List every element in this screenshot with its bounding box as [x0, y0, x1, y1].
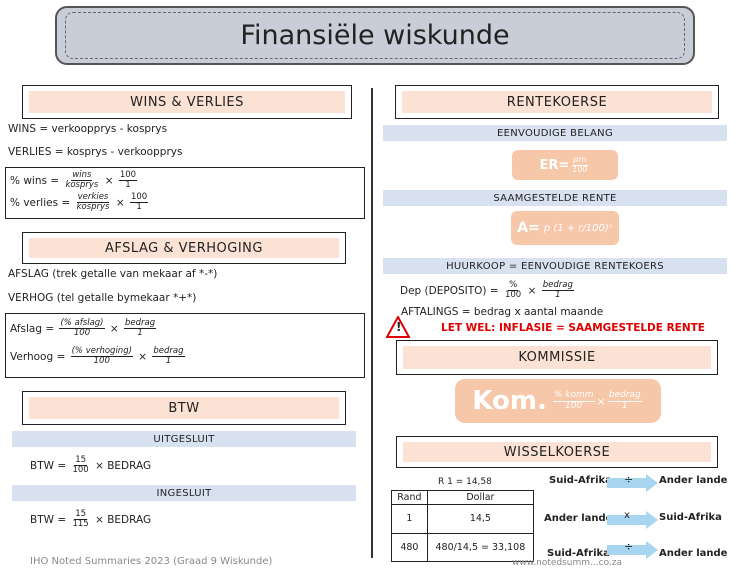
btw-heading: BTW [29, 397, 339, 419]
conv2-arrowhead [646, 511, 658, 529]
conv3-op: ÷ [624, 540, 634, 553]
conv2-from: Ander lande [544, 513, 613, 524]
kommissie-heading: KOMMISSIE [403, 346, 711, 369]
saamgestelde-rente-bar: SAAMGESTELDE RENTE [383, 190, 727, 206]
conv2-op: x [624, 510, 630, 521]
title-banner: Finansiële wiskunde [55, 6, 695, 65]
conv1-from: Suid-Afrika [549, 475, 612, 486]
exchange-rate: R 1 = 14,58 [438, 477, 492, 487]
conv1-arrowhead [646, 474, 658, 492]
btw-header: BTW [22, 391, 346, 425]
wissel-header: WISSELKOERSE [396, 436, 718, 468]
footer-website[interactable]: www.notedsumm...co.za [512, 558, 623, 568]
conv3-arrow [607, 545, 649, 555]
column-divider [371, 88, 373, 558]
verlies-definition: VERLIES = kosprys - verkoopprys [8, 146, 183, 158]
huurkoop-bar: HUURKOOP = EENVOUDIGE RENTEKOERS [383, 258, 727, 274]
table-row: 1 14,5 [391, 504, 535, 534]
afslag-definition: AFSLAG (trek getalle van mekaar af *-*) [8, 268, 218, 280]
afslag-heading: AFSLAG & VERHOGING [29, 238, 339, 258]
conv1-to: Ander lande [659, 475, 728, 486]
conv2-to: Suid-Afrika [659, 512, 722, 523]
inflasie-warning: LET WEL: INFLASIE = SAAMGESTELDE RENTE [441, 322, 705, 334]
eenvoudige-belang-bar: EENVOUDIGE BELANG [383, 125, 727, 141]
exchange-table: Rand Dollar 1 14,5 480 480/14,5 = 33,108 [391, 490, 535, 562]
conv1-arrow [607, 478, 649, 488]
conv3-to: Ander lande [659, 548, 728, 559]
conv3-arrowhead [646, 541, 658, 559]
wins-definition: WINS = verkoopprys - kosprys [8, 123, 168, 135]
warning-icon: ! [385, 314, 411, 338]
table-header-rand: Rand [391, 490, 428, 505]
btw-ingesluit-bar: INGESLUIT [12, 485, 356, 501]
table-row: 480 480/14,5 = 33,108 [391, 532, 535, 562]
afslag-header: AFSLAG & VERHOGING [22, 232, 346, 264]
rente-heading: RENTEKOERSE [402, 91, 712, 113]
footer-credit: IHO Noted Summaries 2023 (Graad 9 Wiskun… [30, 556, 273, 567]
btw-uitgesluit-bar: UITGESLUIT [12, 431, 356, 447]
page-title: Finansiële wiskunde [65, 12, 685, 59]
conv2-arrow [607, 515, 649, 525]
aftalings-definition: AFTALINGS = bedrag x aantal maande [401, 306, 604, 318]
saamgestelde-rente-formula: A= p (1 + r/100)ⁿ [511, 211, 619, 245]
kommissie-header: KOMMISSIE [396, 340, 718, 375]
wins-verlies-heading: WINS & VERLIES [29, 91, 345, 113]
conv3-from: Suid-Afrika [547, 548, 610, 559]
wins-verlies-header: WINS & VERLIES [22, 85, 352, 119]
verhog-definition: VERHOG (tel getalle bymekaar *+*) [8, 292, 197, 304]
table-header-dollar: Dollar [426, 490, 535, 505]
conv1-op: ÷ [624, 473, 634, 486]
rente-header: RENTEKOERSE [395, 85, 719, 119]
wissel-heading: WISSELKOERSE [403, 442, 711, 462]
